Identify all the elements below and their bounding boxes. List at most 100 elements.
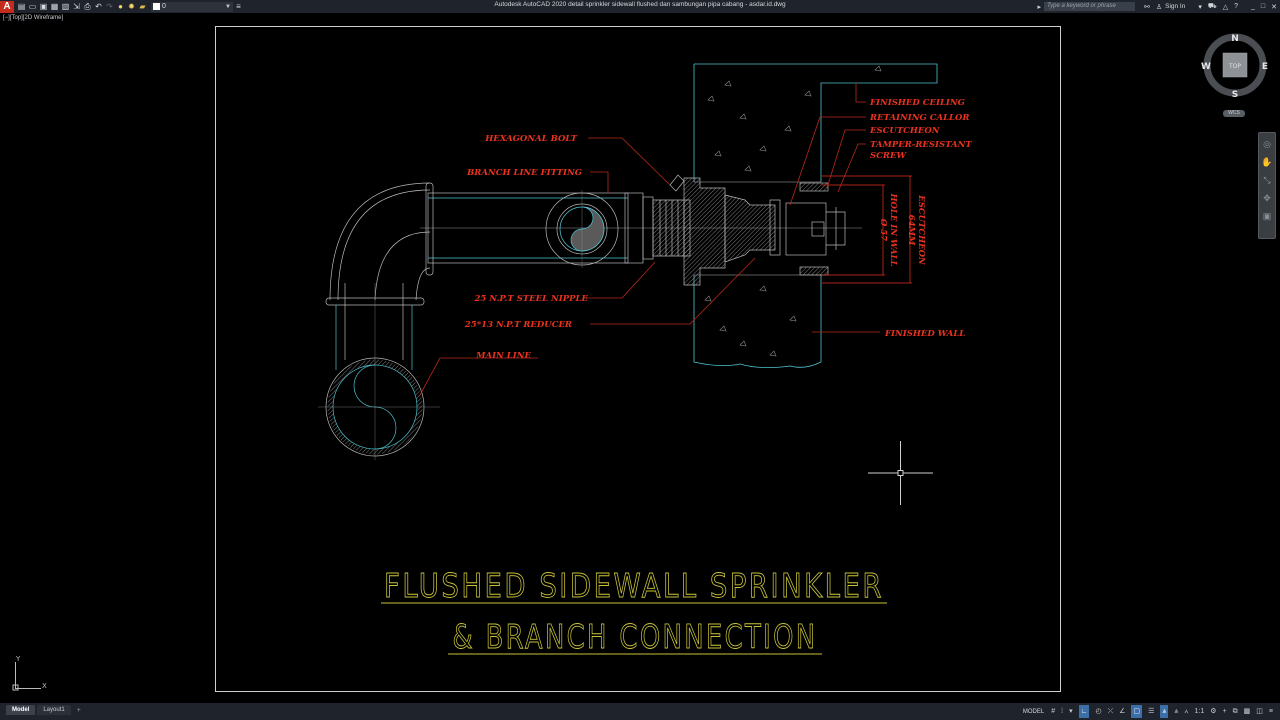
- branch-pipe: [427, 192, 644, 264]
- leader-lines: [419, 83, 880, 396]
- drawing-title-line-1: FLUSHED SIDEWALL SPRINKLER: [384, 566, 884, 605]
- auto-scale-icon[interactable]: ⩓: [1174, 708, 1179, 715]
- main-line-section: [318, 357, 440, 457]
- orbit-icon[interactable]: ✥: [1263, 193, 1271, 203]
- plus-icon[interactable]: +: [1222, 708, 1227, 715]
- viewcube-top-face[interactable]: [1222, 52, 1248, 78]
- layer-dropdown[interactable]: 0 ▼: [151, 1, 233, 12]
- dim-hole-value: Ø 57: [878, 218, 889, 241]
- add-layout-button[interactable]: +: [76, 706, 81, 714]
- label-branch-line-fitting: BRANCH LINE FITTING: [466, 168, 582, 178]
- wall-section: [693, 63, 938, 368]
- customize-toolbar-icon[interactable]: ≡: [236, 2, 241, 11]
- ucs-x-label: X: [42, 682, 47, 690]
- hardware-acceleration-icon[interactable]: ▩: [1243, 708, 1251, 715]
- layout-tabs: Model Layout1 +: [6, 705, 81, 715]
- binoculars-icon[interactable]: ⚯: [1143, 3, 1150, 11]
- label-tamper-resistant: TAMPER-RESISTANT: [870, 140, 972, 150]
- tab-model[interactable]: Model: [6, 705, 36, 715]
- crosshair-cursor: [868, 441, 933, 505]
- cart-icon[interactable]: ⛟: [1207, 3, 1217, 10]
- viewport-controls[interactable]: [−][Top][2D Wireframe]: [3, 15, 64, 21]
- open-icon[interactable]: ▭: [28, 2, 37, 11]
- lock-icon[interactable]: ▰: [139, 2, 146, 11]
- polar-icon[interactable]: ◴: [1095, 708, 1102, 715]
- redo-icon[interactable]: ↷: [106, 2, 113, 11]
- viewcube[interactable]: TOP N S E W: [1200, 30, 1270, 100]
- viewcube-face-label: TOP: [1228, 63, 1241, 70]
- title-right-controls: ▸ Type a keyword or phrase ⚯ ♙ Sign In ▾…: [1034, 0, 1280, 13]
- close-icon[interactable]: ✕: [1271, 3, 1277, 11]
- wcs-menu-button[interactable]: WCS: [1223, 110, 1245, 117]
- maximize-icon[interactable]: □: [1260, 3, 1266, 10]
- tab-layout1[interactable]: Layout1: [37, 705, 71, 715]
- label-hexagonal-bolt: HEXAGONAL BOLT: [484, 134, 577, 144]
- main-riser: [335, 283, 413, 460]
- pan-hand-icon[interactable]: ✋: [1261, 157, 1273, 167]
- drawing-canvas[interactable]: HEXAGONAL BOLT BRANCH LINE FITTING 25 N.…: [0, 13, 1280, 703]
- save-as-icon[interactable]: ▦: [50, 2, 59, 11]
- user-icon[interactable]: ♙: [1155, 3, 1163, 11]
- compass-west[interactable]: W: [1201, 62, 1211, 72]
- dim-escutcheon-text: ESCUTCHEON: [916, 194, 926, 266]
- title-bar: A ▤ ▭ ▣ ▦ ▧ ⇲ ⎙ ↶ ↷ ● ✹ ▰ 0 ▼ ≡ Autodesk…: [0, 0, 1280, 13]
- angle-icon[interactable]: ∠: [1119, 708, 1126, 715]
- sun-icon[interactable]: ✹: [128, 2, 135, 11]
- compass-south[interactable]: S: [1232, 90, 1238, 100]
- concrete-aggregate: [704, 65, 882, 357]
- label-main-line: MAIN LINE: [475, 351, 531, 361]
- label-steel-nipple: 25 N.P.T STEEL NIPPLE: [473, 294, 588, 304]
- grid-icon[interactable]: #: [1051, 708, 1056, 715]
- cad-drawing: HEXAGONAL BOLT BRANCH LINE FITTING 25 N.…: [12, 26, 1061, 692]
- drawing-title-line-2: & BRANCH CONNECTION: [453, 617, 818, 656]
- object-snap-icon[interactable]: ▢: [1131, 705, 1143, 718]
- sign-in-button[interactable]: Sign In: [1165, 3, 1186, 10]
- showmotion-icon[interactable]: ▣: [1262, 211, 1272, 221]
- navigation-bar: ◎ ✋ ⤡ ✥ ▣: [1258, 132, 1276, 239]
- scale-dropdown[interactable]: 1:1: [1194, 708, 1205, 715]
- lightbulb-icon[interactable]: ●: [118, 2, 123, 11]
- label-screw: SCREW: [870, 151, 907, 161]
- osnap-tracking-icon[interactable]: ⤫: [1107, 708, 1114, 715]
- window-title: Autodesk AutoCAD 2020 detail sprinkler s…: [494, 1, 786, 8]
- label-reducer: 25*13 N.P.T REDUCER: [464, 320, 572, 330]
- status-tools: MODEL # ⁞ ▾ ∟ ◴ ⤫ ∠ ▢ ☰ ⩓ ⩓ ⩑ 1:1 ⚙ + ⧉ …: [1023, 705, 1276, 718]
- label-retaining-collar: RETAINING CALLOR: [869, 113, 970, 123]
- minimize-icon[interactable]: _: [1250, 3, 1255, 10]
- export-icon[interactable]: ⇲: [73, 2, 80, 11]
- steering-wheel-icon[interactable]: ◎: [1263, 139, 1271, 149]
- compass-east[interactable]: E: [1262, 62, 1268, 72]
- publish-icon[interactable]: ▧: [61, 2, 70, 11]
- isolate-objects-icon[interactable]: ⧉: [1232, 708, 1238, 715]
- ortho-icon[interactable]: ∟: [1078, 705, 1090, 718]
- compass-north[interactable]: N: [1231, 34, 1239, 44]
- zoom-extents-icon[interactable]: ⤡: [1263, 175, 1271, 185]
- status-bar: Model Layout1 + MODEL # ⁞ ▾ ∟ ◴ ⤫ ∠ ▢ ☰ …: [0, 703, 1280, 720]
- new-icon[interactable]: ▤: [17, 2, 26, 11]
- label-finished-wall: FINISHED WALL: [884, 329, 965, 339]
- quick-access-toolbar: A ▤ ▭ ▣ ▦ ▧ ⇲ ⎙ ↶ ↷ ● ✹ ▰ 0 ▼ ≡: [0, 0, 244, 13]
- lineweight-icon[interactable]: ☰: [1148, 708, 1155, 715]
- label-finished-ceiling: FINISHED CEILING: [869, 98, 965, 108]
- dim-escutcheon-value: 64MM: [906, 215, 916, 246]
- search-input[interactable]: Type a keyword or phrase: [1043, 2, 1135, 11]
- undo-icon[interactable]: ↶: [95, 2, 102, 11]
- expand-arrow-icon[interactable]: ▸: [1037, 3, 1041, 11]
- annotation-visibility-icon[interactable]: ⩓: [1160, 705, 1169, 718]
- autocad-logo-button[interactable]: A: [0, 0, 14, 13]
- branch-fitting-section: [545, 190, 619, 268]
- dim-hole-text: HOLE IN WALL: [888, 192, 898, 266]
- help-icon[interactable]: ?: [1234, 3, 1238, 10]
- chevron-down-icon[interactable]: ▾: [1069, 708, 1073, 715]
- dimension-lines: [822, 175, 912, 284]
- snap-icon[interactable]: ⁞: [1061, 708, 1064, 715]
- customization-menu-icon[interactable]: ≡: [1268, 708, 1273, 715]
- gear-icon[interactable]: ⚙: [1210, 708, 1217, 715]
- plot-icon[interactable]: ⎙: [84, 2, 91, 11]
- annotation-scale-icon[interactable]: ⩑: [1184, 708, 1189, 715]
- clean-screen-icon[interactable]: ◫: [1256, 708, 1263, 715]
- chevron-down-icon[interactable]: ▾: [1198, 3, 1202, 11]
- save-icon[interactable]: ▣: [39, 2, 48, 11]
- model-space-toggle[interactable]: MODEL: [1022, 708, 1045, 715]
- a360-icon[interactable]: △: [1222, 3, 1229, 11]
